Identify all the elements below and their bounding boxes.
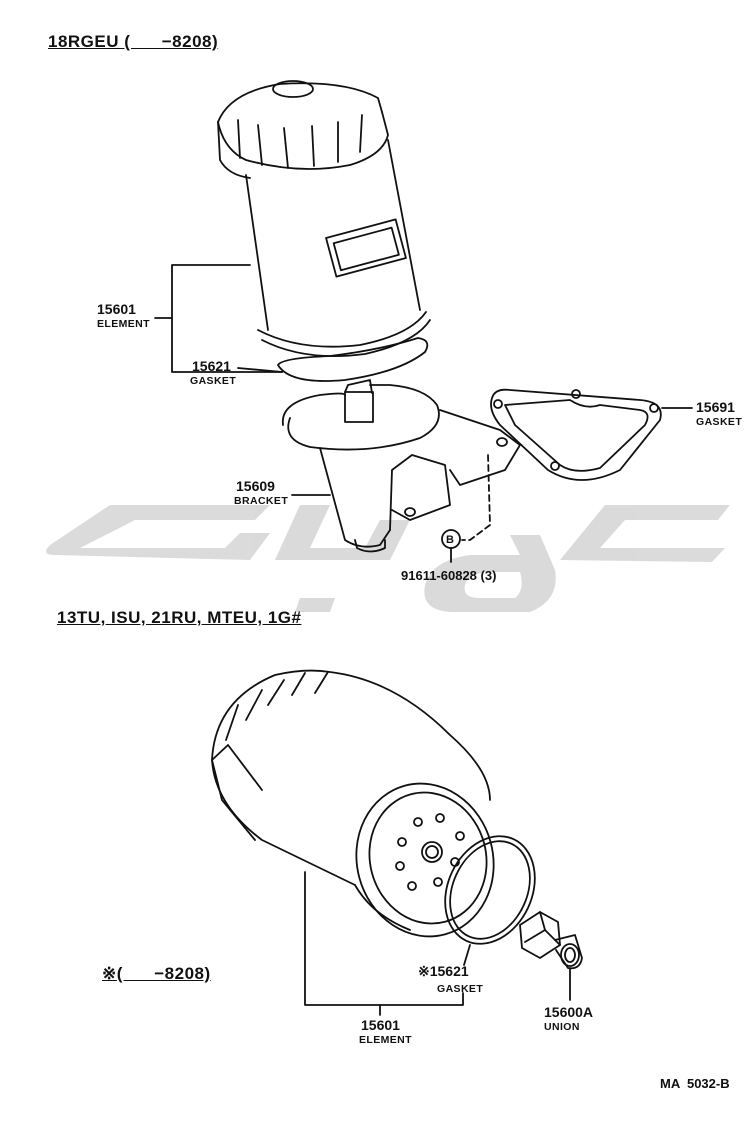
gasket-top-name: GASKET (190, 375, 237, 387)
bottom-filter-element (211, 669, 495, 938)
gasket-bottom-leader (463, 944, 471, 966)
watermark-logo (46, 505, 730, 612)
bolt-leader-dashed (461, 454, 491, 541)
diagram-code: MA 5032-B (660, 1076, 730, 1091)
bolt-callout-letter: B (446, 534, 454, 546)
bracket-number: 15609 (236, 478, 275, 494)
union-fitting (519, 911, 583, 970)
element-top-name: ELEMENT (97, 318, 150, 330)
element-bottom-number: 15601 (361, 1017, 400, 1033)
bracket (282, 379, 521, 553)
top-gasket-ring (277, 337, 429, 382)
bracket-name: BRACKET (234, 495, 289, 507)
gasket-top-number: 15621 (192, 358, 231, 374)
gasket-top-leader (237, 367, 283, 373)
top-filter-element (217, 80, 431, 358)
section-title-top: 18RGEU ( −8208) (48, 32, 219, 51)
bolt-label: 91611-60828 (3) (401, 568, 497, 583)
section-title-bottom: 13TU, ISU, 21RU, MTEU, 1G# (57, 608, 302, 627)
side-gasket-15691 (490, 388, 662, 481)
element-bottom-name: ELEMENT (359, 1034, 412, 1046)
gasket-bottom-number: ※15621 (418, 963, 469, 979)
element-top-number: 15601 (97, 301, 136, 317)
bottom-gasket-ring-inner (449, 840, 531, 940)
element-bottom-bracket-line (304, 871, 464, 1006)
section-note-title: ※( −8208) (102, 964, 211, 983)
side-gasket-number: 15691 (696, 399, 735, 415)
union-name: UNION (544, 1021, 580, 1033)
bottom-gasket-ring (444, 835, 536, 945)
union-number: 15600A (544, 1004, 594, 1020)
side-gasket-name: GASKET (696, 416, 743, 428)
gasket-bottom-name: GASKET (437, 983, 484, 995)
